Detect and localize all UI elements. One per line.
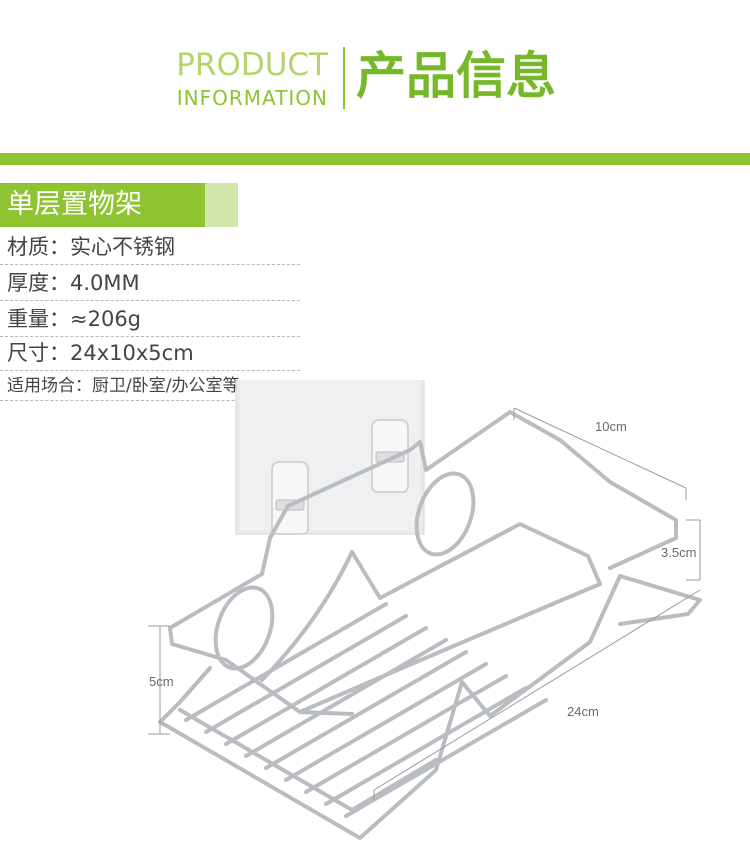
spec-size-text: 尺寸：24x10x5cm	[7, 341, 194, 365]
header: PRODUCT INFORMATION 产品信息	[0, 0, 750, 150]
spec-divider	[0, 400, 300, 401]
header-cn-title: 产品信息	[356, 47, 556, 105]
header-en-subtitle: INFORMATION	[176, 86, 328, 110]
product-illustration: 10cm 3.5cm 5cm 24cm	[0, 365, 750, 852]
wire-frame	[158, 410, 702, 840]
spec-divider	[0, 300, 300, 301]
spec-divider	[0, 264, 300, 265]
spec-usage: 适用场合：厨卫/卧室/办公室等	[0, 371, 300, 401]
spec-divider	[0, 336, 300, 337]
spec-weight-text: 重量：≈206g	[7, 307, 142, 331]
spec-size: 尺寸：24x10x5cm	[0, 337, 300, 371]
spec-usage-text: 适用场合：厨卫/卧室/办公室等	[7, 376, 240, 396]
product-name: 单层置物架	[7, 189, 142, 220]
spec-weight: 重量：≈206g	[0, 301, 300, 337]
dimension-length: 24cm	[567, 704, 599, 719]
tab-accent	[205, 183, 238, 227]
tab-background	[0, 183, 205, 227]
dimension-lines	[148, 407, 701, 800]
section-bar	[0, 153, 750, 165]
header-en-title: PRODUCT	[176, 47, 328, 83]
spec-material: 材质：实心不锈钢	[0, 229, 300, 265]
dimension-width: 10cm	[595, 419, 627, 434]
spec-thickness-text: 厚度：4.0MM	[7, 271, 140, 295]
spec-material-text: 材质：实心不锈钢	[7, 235, 175, 259]
hook-clip-right	[371, 419, 409, 493]
spec-divider	[0, 370, 300, 371]
shelf-drawing: 10cm 3.5cm 5cm 24cm	[148, 365, 702, 840]
dimension-front-height: 5cm	[149, 674, 174, 689]
dimension-back-height: 3.5cm	[661, 545, 696, 560]
header-divider	[343, 47, 345, 109]
product-name-tab: 单层置物架	[0, 183, 238, 227]
spec-thickness: 厚度：4.0MM	[0, 265, 300, 301]
